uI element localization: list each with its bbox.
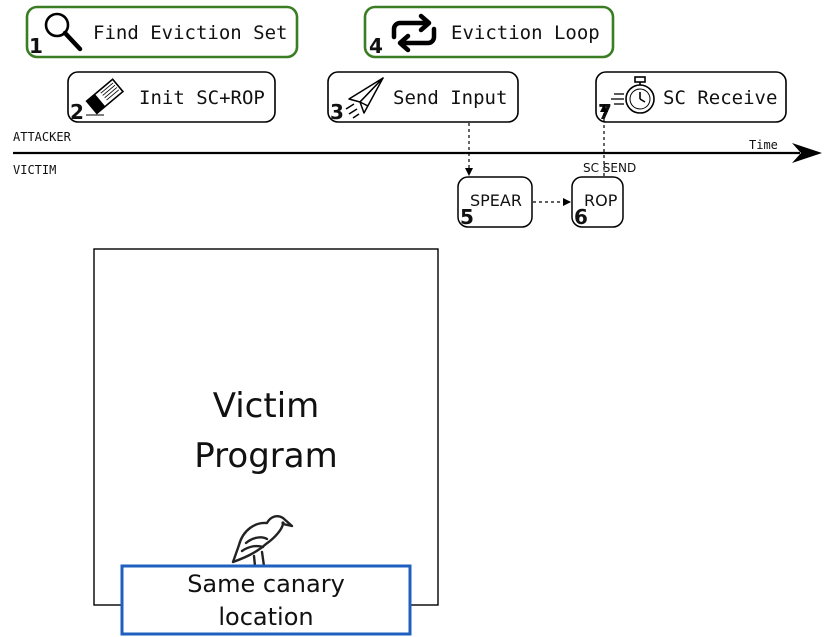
canary-location-line1: Same canary — [187, 570, 345, 598]
eraser-icon — [85, 78, 125, 116]
step-send-input: 3 Send Input — [327, 71, 519, 124]
sc-send-label: SC SEND — [583, 161, 636, 175]
canary-bird-icon — [231, 515, 294, 568]
victim-program-line1: Victim — [213, 386, 320, 426]
step-number-1: 1 — [29, 34, 43, 58]
victim-program: Victim Program — [93, 248, 439, 606]
stopwatch-icon — [611, 76, 655, 114]
step-label-eviction-loop: Eviction Loop — [451, 22, 600, 44]
time-label: Time — [749, 138, 778, 152]
step-number-7: 7 — [598, 100, 612, 124]
step-number-3: 3 — [330, 100, 344, 124]
step-spear: SPEAR 5 — [457, 176, 533, 229]
loop-arrows-icon — [391, 13, 437, 53]
step-number-5: 5 — [460, 205, 474, 229]
canary-location-line2: location — [218, 603, 313, 631]
step-find-eviction-set: 1 Find Eviction Set — [25, 5, 299, 59]
timeline: ATTACKER VICTIM Time — [13, 130, 822, 177]
step-rop: ROP 6 — [571, 176, 624, 229]
step-label-init-sc-rop: Init SC+ROP — [139, 87, 265, 109]
step-number-2: 2 — [70, 100, 84, 124]
paper-plane-icon — [345, 77, 384, 119]
magnifier-icon — [44, 12, 83, 52]
canary-location-box: Same canary location — [120, 564, 412, 636]
step-label-find-eviction-set: Find Eviction Set — [93, 22, 287, 44]
step-label-sc-receive: SC Receive — [663, 87, 777, 109]
step-init-sc-rop: 2 Init SC+ROP — [67, 71, 276, 124]
time-axis-arrowhead — [792, 143, 822, 163]
dashed-connectors: SC SEND — [465, 104, 636, 206]
victim-label: VICTIM — [13, 163, 56, 177]
step-label-send-input: Send Input — [393, 87, 507, 109]
step-label-rop: ROP — [584, 191, 618, 210]
step-number-6: 6 — [574, 205, 588, 229]
attacker-label: ATTACKER — [13, 130, 72, 144]
victim-program-line2: Program — [194, 436, 337, 476]
step-label-spear: SPEAR — [470, 191, 522, 210]
step-number-4: 4 — [369, 34, 383, 58]
step-eviction-loop: 4 Eviction Loop — [363, 5, 615, 59]
step-sc-receive: 7 SC Receive — [595, 71, 787, 124]
